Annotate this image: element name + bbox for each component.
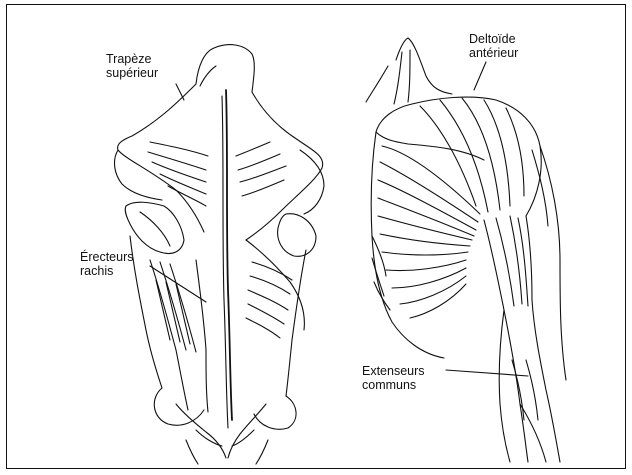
label-deltoide-anterieur: Deltoïde antérieur	[469, 32, 518, 60]
label-extenseurs-communs: Extenseurs communs	[362, 364, 425, 392]
label-trapeze-superieur: Trapèze supérieur	[106, 52, 158, 80]
shoulder-arm-figure	[366, 38, 566, 462]
back-view-figure	[115, 45, 324, 464]
label-erecteurs-rachis: Érecteurs rachis	[80, 250, 134, 278]
